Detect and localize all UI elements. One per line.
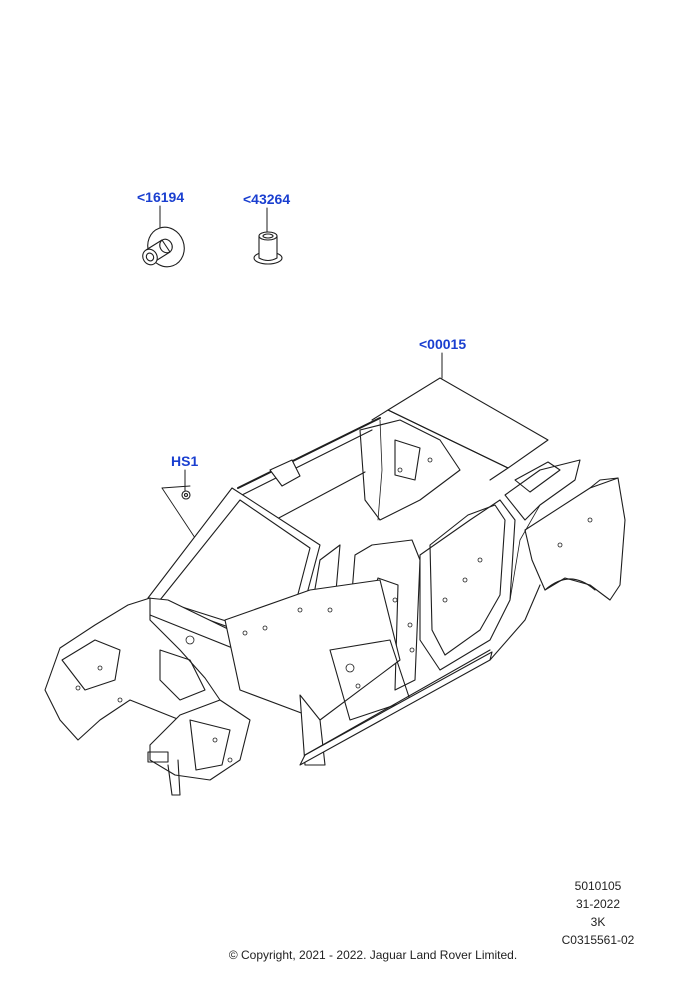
rivet-nut-part-43264[interactable] <box>253 231 283 265</box>
diagram-code-4: C0315561-02 <box>561 933 635 947</box>
leader-lines <box>159 205 443 493</box>
callout-43264[interactable]: <43264 <box>243 191 291 207</box>
copyright-text: © Copyright, 2021 - 2022. Jaguar Land Ro… <box>228 948 518 962</box>
callout-16194[interactable]: <16194 <box>137 189 185 205</box>
flanged-bush-part-16194[interactable] <box>140 222 190 272</box>
diagram-code-2: 31-2022 <box>575 897 621 911</box>
callout-00015[interactable]: <00015 <box>419 336 467 352</box>
diagram-code-1: 5010105 <box>574 879 622 893</box>
callout-hs1[interactable]: HS1 <box>171 453 199 469</box>
diagram-code-3: 3K <box>590 915 606 929</box>
body-in-white-part-00015[interactable] <box>44 377 626 796</box>
